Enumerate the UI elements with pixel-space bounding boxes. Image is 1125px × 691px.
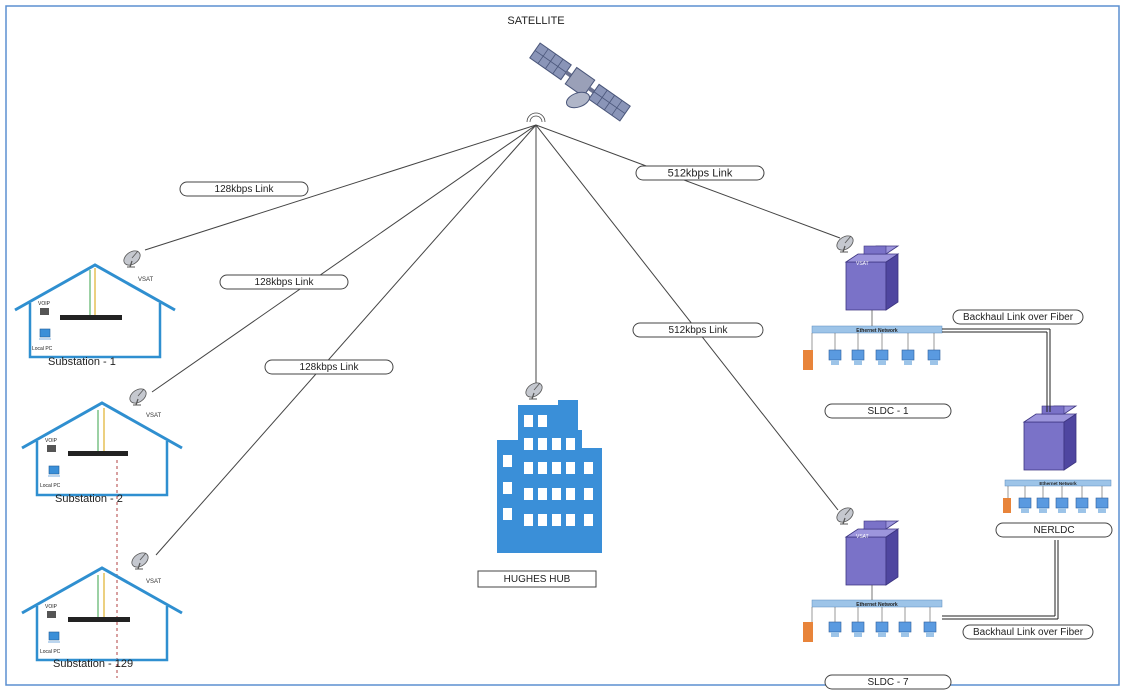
computer-icon <box>828 349 842 366</box>
vsat-label: VSAT <box>856 534 869 540</box>
vsat-label: VSAT <box>146 579 162 585</box>
laptop-icon <box>898 621 912 638</box>
hub-building-icon <box>497 400 602 553</box>
laptop-icon <box>1095 497 1109 514</box>
vsat-dish-icon <box>833 504 857 526</box>
diagram-frame <box>5 5 1120 686</box>
vsat-label: VSAT <box>138 277 154 283</box>
satellite-signal-icon <box>526 112 546 123</box>
server-icon <box>1003 498 1011 513</box>
vsat-dish-icon <box>126 385 150 407</box>
hub-dish-icon <box>522 379 546 401</box>
link-label-sldc-1: 512kbps Link <box>635 165 765 181</box>
sldc-name: SLDC - 1 <box>867 406 909 417</box>
laptop-icon <box>1075 497 1089 514</box>
substation-name: Substation - 129 <box>53 658 133 670</box>
switch-icon <box>68 617 130 622</box>
switch-icon <box>68 451 128 456</box>
hub-label: HUGHES HUB <box>504 574 571 585</box>
link-label-substation-2: 128kbps Link <box>219 274 349 290</box>
phone-icon <box>47 611 56 618</box>
server-icon <box>803 350 813 370</box>
laptop-icon <box>923 621 937 638</box>
computer-icon <box>851 349 865 366</box>
vsat-dish-icon <box>128 549 152 571</box>
local-pc-label: Local PC <box>40 649 61 655</box>
laptop-icon <box>901 349 915 366</box>
pc-icon <box>38 328 52 341</box>
satellite-links <box>144 124 841 556</box>
computer-icon <box>1036 497 1050 514</box>
computer-icon <box>1055 497 1069 514</box>
computer-icon <box>1018 497 1032 514</box>
computer-icon <box>828 621 842 638</box>
computer-icon <box>851 621 865 638</box>
nerldc-name: NERLDC <box>1033 525 1074 536</box>
svg-text:512kbps Link: 512kbps Link <box>669 325 729 336</box>
sldc-building-icon <box>845 520 899 586</box>
substation-2: VSAT VOIP Local PC Substation - 2 <box>20 385 184 505</box>
nerldc: Ethernet Network NERLDC <box>995 405 1113 538</box>
ethernet-bar <box>811 599 943 608</box>
substation-1: VSAT VOIP Local PC Substation - 1 <box>13 247 177 368</box>
link-line-sldc-7 <box>535 124 839 511</box>
voip-label: VOIP <box>38 301 51 307</box>
satellite-icon <box>528 41 632 123</box>
sldc-7: VSAT Ethernet Network SLDC - 7 <box>803 504 952 690</box>
computer-icon <box>875 621 889 638</box>
vsat-label: VSAT <box>856 261 869 267</box>
link-line-sldc-1 <box>535 124 841 239</box>
ethernet-bar <box>1004 479 1112 487</box>
link-line-substation-129 <box>155 124 537 556</box>
vsat-dish-icon <box>120 247 144 269</box>
svg-text:Backhaul Link over Fiber: Backhaul Link over Fiber <box>963 312 1074 323</box>
phone-icon <box>40 308 49 315</box>
sldc-name: SLDC - 7 <box>867 677 909 688</box>
substation-129: VSAT VOIP Local PC Substation - 129 <box>20 549 184 670</box>
voip-label: VOIP <box>45 604 58 610</box>
phone-icon <box>47 445 56 452</box>
pc-icon <box>47 465 61 478</box>
server-icon <box>803 622 813 642</box>
svg-text:128kbps Link: 128kbps Link <box>215 184 275 195</box>
svg-text:128kbps Link: 128kbps Link <box>255 277 315 288</box>
link-label-substation-1: 128kbps Link <box>179 181 309 197</box>
satellite-label: SATELLITE <box>507 15 564 27</box>
substation-name: Substation - 2 <box>55 493 123 505</box>
pc-icon <box>47 631 61 644</box>
voip-label: VOIP <box>45 438 58 444</box>
vsat-dish-icon <box>833 232 857 254</box>
sldc-building-icon <box>845 245 899 311</box>
switch-icon <box>60 315 122 320</box>
substation-name: Substation - 1 <box>48 356 116 368</box>
link-line-substation-2 <box>151 124 537 393</box>
computer-icon <box>875 349 889 366</box>
laptop-icon <box>927 349 941 366</box>
svg-text:128kbps Link: 128kbps Link <box>300 362 360 373</box>
backhaul-fiber-lines <box>942 328 1059 620</box>
backhaul-label-bottom: Backhaul Link over Fiber <box>962 624 1094 640</box>
svg-text:512kbps Link: 512kbps Link <box>668 167 733 179</box>
backhaul-label-top: Backhaul Link over Fiber <box>952 309 1084 325</box>
hughes-hub: HUGHES HUB <box>477 379 602 588</box>
link-line-substation-1 <box>144 124 537 251</box>
ethernet-label: Ethernet Network <box>856 328 898 334</box>
svg-text:Backhaul Link over Fiber: Backhaul Link over Fiber <box>973 627 1084 638</box>
vsat-label: VSAT <box>146 413 162 419</box>
nerldc-building-icon <box>1023 405 1077 471</box>
local-pc-label: Local PC <box>32 346 53 352</box>
ethernet-label: Ethernet Network <box>1039 481 1077 486</box>
link-label-substation-129: 128kbps Link <box>264 359 394 375</box>
ethernet-label: Ethernet Network <box>856 602 898 608</box>
sldc-1: VSAT Ethernet Network SLDC - 1 <box>803 232 952 419</box>
local-pc-label: Local PC <box>40 483 61 489</box>
link-label-sldc-7: 512kbps Link <box>632 322 764 338</box>
